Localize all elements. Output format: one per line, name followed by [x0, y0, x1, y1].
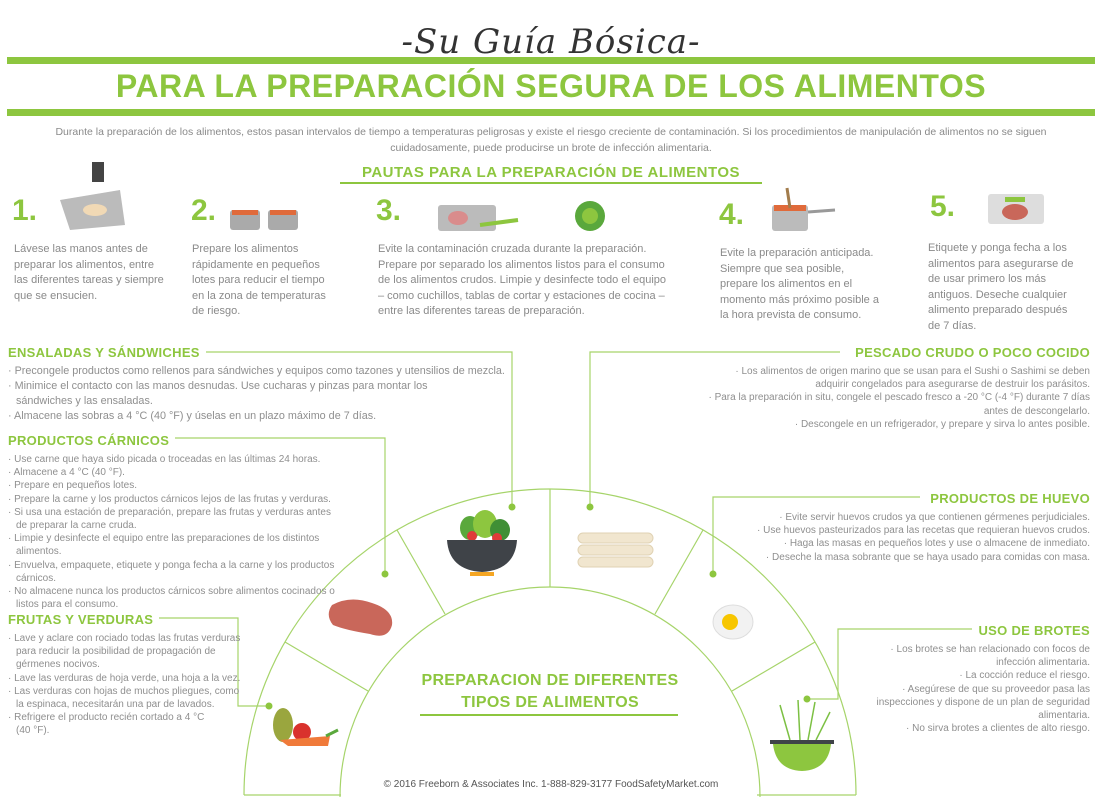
step-3-text: Evite la contaminación cruzada durante l…	[378, 243, 667, 317]
center-title: PREPARACION DE DIFERENTES TIPOS DE ALIME…	[390, 670, 710, 714]
list-item: Use huevos pasteurizados para las receta…	[740, 524, 1090, 537]
produce-heading: FRUTAS Y VERDURAS	[8, 612, 160, 627]
step-1-text: Lávese las manos antes de preparar los a…	[14, 243, 164, 302]
list-item: Para la preparación in situ, congele el …	[700, 391, 1090, 417]
raw-fish-icon	[577, 532, 654, 568]
script-title: -Su Guía Bósica-	[401, 22, 701, 62]
list-item: Prepare en pequeños lotes.	[8, 479, 338, 492]
list-item: Asegúrese de que su proveedor pasa las i…	[845, 683, 1091, 723]
list-item: Almacene a 4 °C (40 °F).	[8, 466, 338, 479]
food-container-icon	[988, 194, 1044, 224]
list-item: Las verduras con hojas de muchos pliegue…	[8, 685, 243, 711]
saucepan-icon	[772, 187, 836, 231]
salad-bowl-icon	[447, 510, 517, 576]
step-5-text: Etiquete y ponga fecha a los alimentos p…	[928, 242, 1074, 332]
list-item: Lave y aclare con rociado todas las frut…	[8, 632, 243, 672]
step-3-number: 3.	[376, 194, 402, 227]
list-item: Los brotes se han relacionado con focos …	[845, 643, 1090, 669]
intro-text: Durante la preparación de los alimentos,…	[55, 126, 1047, 154]
top-divider	[7, 57, 1095, 64]
list-item: Limpie y desinfecte el equipo entre las …	[8, 532, 358, 558]
list-item: Minimice el contacto con las manos desnu…	[8, 379, 448, 409]
section-eggs: PRODUCTOS DE HUEVO Evite servir huevos c…	[740, 490, 1090, 564]
salads-heading: ENSALADAS Y SÁNDWICHES	[8, 345, 206, 360]
list-item: No almacene nunca los productos cárnicos…	[8, 585, 338, 611]
list-item: Envuelva, empaquete, etiquete y ponga fe…	[8, 559, 338, 585]
arc-dividers	[284, 489, 816, 692]
inner-arc	[339, 586, 761, 798]
list-item: Refrigere el producto recién cortado a 4…	[8, 711, 208, 737]
title-divider	[7, 109, 1095, 116]
cutting-board-icon	[438, 205, 519, 231]
connector-dots	[265, 503, 811, 710]
eggs-heading: PRODUCTOS DE HUEVO	[924, 491, 1090, 506]
section-meat: PRODUCTOS CÁRNICOS Use carne que haya si…	[8, 432, 338, 611]
list-item: Los alimentos de origen marino que se us…	[700, 365, 1090, 391]
center-title-line-2: TIPOS DE ALIMENTOS	[461, 694, 639, 711]
sprouts-bowl-icon	[770, 699, 834, 771]
pots-icon	[230, 210, 298, 230]
lettuce-icon	[575, 201, 605, 231]
list-item: La cocción reduce el riesgo.	[845, 669, 1090, 682]
connector-lines	[150, 351, 975, 707]
meat-heading: PRODUCTOS CÁRNICOS	[8, 433, 176, 448]
center-title-line-1: PREPARACION DE DIFERENTES	[421, 672, 679, 689]
list-item: Prepare la carne y los productos cárnico…	[8, 493, 338, 506]
list-item: No sirva brotes a clientes de alto riesg…	[845, 722, 1090, 735]
fruits-vegetables-icon	[273, 708, 339, 746]
section-fish: PESCADO CRUDO O POCO COCIDO Los alimento…	[700, 344, 1090, 431]
step-4-number: 4.	[719, 198, 745, 231]
fish-heading: PESCADO CRUDO O POCO COCIDO	[849, 345, 1090, 360]
fried-egg-icon	[712, 604, 754, 640]
list-item: Evite servir huevos crudos ya que contie…	[740, 511, 1090, 524]
list-item: Precongele productos como rellenos para …	[8, 364, 518, 379]
list-item: Lave las verduras de hoja verde, una hoj…	[8, 672, 243, 685]
hand-sink-icon	[60, 162, 125, 230]
guidelines-title: PAUTAS PARA LA PREPARACIÓN DE ALIMENTOS	[361, 164, 741, 181]
step-2-number: 2.	[191, 194, 217, 227]
list-item: Descongele en un refrigerador, y prepare…	[700, 418, 1090, 431]
list-item: Almacene las sobras a 4 °C (40 °F) y úse…	[8, 409, 518, 424]
steak-icon	[328, 599, 393, 636]
step-1-number: 1.	[12, 194, 38, 227]
list-item: Deseche la masa sobrante que se haya usa…	[740, 551, 1090, 564]
sprouts-heading: USO DE BROTES	[972, 623, 1090, 638]
list-item: Haga las masas en pequeños lotes y use o…	[740, 537, 1090, 550]
section-produce: FRUTAS Y VERDURAS Lave y aclare con roci…	[8, 611, 243, 738]
step-5-number: 5.	[930, 190, 956, 223]
section-sprouts: USO DE BROTES Los brotes se han relacion…	[845, 622, 1090, 735]
step-4-text: Evite la preparación anticipada. Siempre…	[720, 247, 879, 321]
page-title: PARA LA PREPARACIÓN SEGURA DE LOS ALIMEN…	[115, 68, 987, 104]
footer-copyright: © 2016 Freeborn & Associates Inc. 1-888-…	[383, 779, 719, 790]
step-2-text: Prepare los alimentos rápidamente en peq…	[192, 243, 326, 317]
list-item: Use carne que haya sido picada o trocead…	[8, 453, 338, 466]
list-item: Si usa una estación de preparación, prep…	[8, 506, 338, 532]
section-salads: ENSALADAS Y SÁNDWICHES Precongele produc…	[8, 344, 518, 424]
